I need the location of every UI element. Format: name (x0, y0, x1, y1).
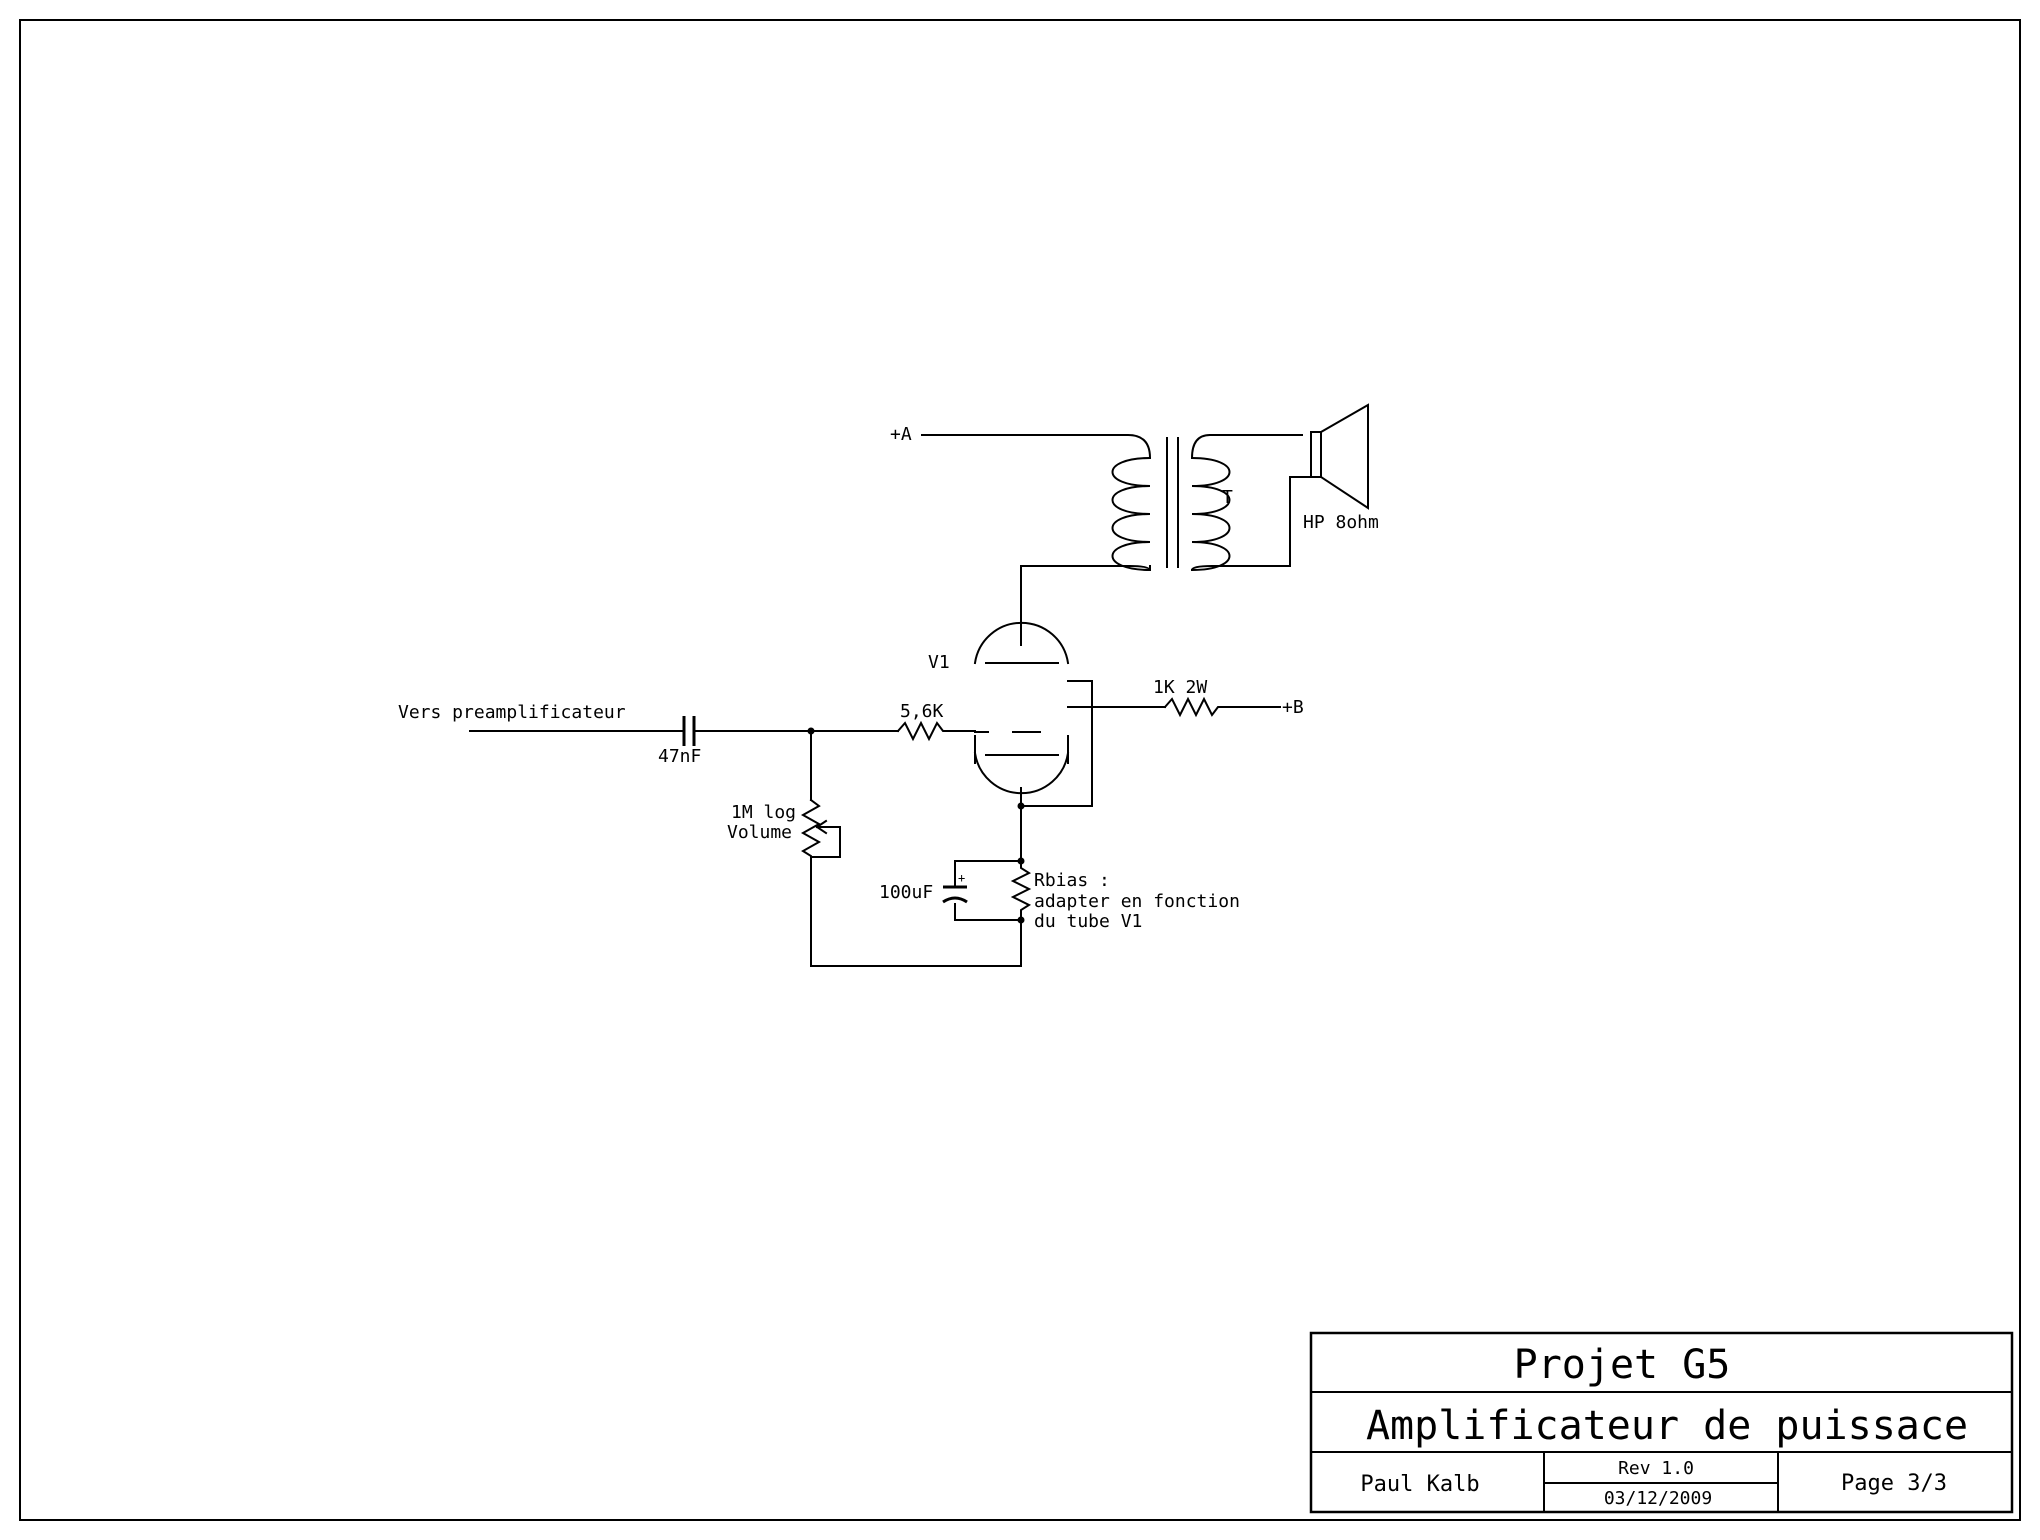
label-pot-name: Volume (727, 822, 792, 843)
label-tube: V1 (928, 652, 950, 673)
title-block: Projet G5 Amplificateur de puissace Paul… (1309, 1331, 2014, 1514)
node-cathode-top (1017, 802, 1025, 810)
label-pot-value: 1M log (731, 802, 796, 823)
label-plus-b: +B (1282, 697, 1304, 718)
ground-return-wire (810, 919, 1022, 967)
label-r-grid: 5,6K (900, 701, 944, 722)
pot-wiper (810, 826, 841, 858)
label-speaker: HP 8ohm (1303, 512, 1379, 533)
title-block-date: 03/12/2009 (1604, 1488, 1712, 1509)
potentiometer-icon (800, 798, 822, 967)
label-rbias-3: du tube V1 (1034, 911, 1142, 932)
title-block-page: Page 3/3 (1841, 1471, 1947, 1496)
speaker-wire-bottom (1211, 476, 1313, 567)
title-block-title: Amplificateur de puissace (1366, 1403, 1968, 1449)
resistor-1k-icon (1163, 696, 1281, 718)
resistor-rbias-icon (1010, 861, 1032, 921)
speaker-icon (1310, 403, 1369, 510)
output-transformer (921, 433, 1231, 572)
label-cap-polarity: + (958, 871, 965, 885)
label-plus-a: +A (890, 424, 912, 445)
capacitor-100uf-icon (942, 885, 968, 904)
bias-cap-wire (954, 860, 1022, 921)
screen-wire (1020, 680, 1093, 807)
label-cap-cathode: 100uF (879, 882, 933, 903)
label-rbias-2: adapter en fonction (1034, 891, 1240, 912)
title-block-author: Paul Kalb (1360, 1472, 1479, 1497)
capacitor-47nf-icon (682, 716, 696, 746)
sheet-border (19, 19, 2021, 1521)
title-block-rev: Rev 1.0 (1618, 1458, 1694, 1479)
label-cap-input: 47nF (658, 746, 701, 767)
tube-v1-icon (973, 621, 1093, 795)
label-input: Vers preamplificateur (398, 702, 626, 723)
label-transformer: T (1222, 487, 1233, 508)
resistor-5k6-icon (896, 720, 976, 742)
label-rbias-1: Rbias : (1034, 870, 1110, 891)
title-block-project: Projet G5 (1514, 1342, 1731, 1388)
anode-wire (1020, 565, 1152, 646)
label-r-screen: 1K 2W (1153, 677, 1207, 698)
pot-arrow-icon (815, 819, 828, 835)
